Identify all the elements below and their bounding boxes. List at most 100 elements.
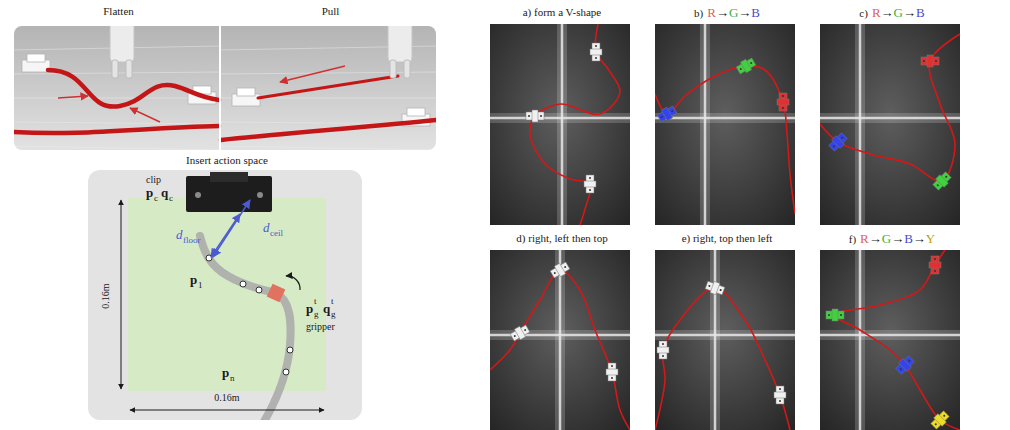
panel-title: Flatten (103, 5, 134, 17)
light-line (557, 24, 567, 225)
experiment-photo (490, 250, 630, 430)
math-subscript: 1 (198, 281, 203, 290)
clip-fixture (929, 409, 950, 430)
action-space (128, 198, 326, 391)
order-letter: → (716, 5, 729, 20)
light-line (820, 117, 960, 120)
figure-panel: c)R→G→B (820, 5, 964, 225)
light-line (704, 24, 707, 225)
order-letter: → (881, 5, 894, 20)
panel-heading: c)R→G→B (820, 5, 964, 21)
panel-title: a) form a V-shape (523, 6, 602, 18)
dimension-label: 0.16m (101, 283, 111, 308)
distance-subscript: floor (183, 236, 201, 245)
clip-label: clip (146, 175, 161, 185)
clip-fixture (931, 170, 952, 191)
panel-heading: d) right, left then top (490, 231, 634, 246)
order-letter: → (738, 5, 751, 20)
dimension-arrow (121, 200, 122, 389)
floor-grid (14, 146, 219, 150)
panel-heading: e) right, top then left (655, 231, 799, 246)
light-line (820, 334, 960, 337)
cable-point (240, 281, 246, 287)
math-symbol: q (323, 302, 330, 315)
order-letter: R (860, 231, 869, 246)
panel-heading: b)R→G→B (655, 5, 799, 21)
distance-symbol: d (176, 228, 183, 241)
order-letter: → (891, 231, 904, 246)
panel-heading: Flatten (14, 4, 223, 19)
order-letter: B (751, 5, 760, 20)
clip-fixture (929, 256, 941, 274)
light-line (820, 113, 960, 123)
light-line (655, 334, 795, 337)
cable (490, 270, 630, 430)
clip-fixture (232, 88, 260, 106)
light-line (655, 113, 795, 123)
clip-fixture (549, 260, 571, 279)
clip-fixture (826, 309, 844, 321)
clip-fixture (921, 55, 939, 67)
figure-panel: a) form a V-shape (490, 5, 634, 225)
cable (48, 70, 219, 107)
clip-fixture (584, 175, 596, 193)
cable (200, 236, 291, 420)
panel-heading: f)R→G→B→Y (820, 231, 964, 247)
experiment-photo (820, 250, 960, 430)
order-letter: → (869, 231, 882, 246)
math-symbol: p (222, 366, 229, 379)
order-letter: G (894, 5, 903, 20)
dimension-arrow (130, 410, 324, 411)
cable-point (283, 369, 289, 375)
math-symbol: q (161, 186, 168, 199)
math-subscript: c (169, 194, 173, 203)
order-letter: G (729, 5, 738, 20)
cable (820, 34, 960, 181)
light-line (490, 113, 630, 123)
order-letter: R (707, 5, 716, 20)
motion-arrow (58, 96, 88, 98)
light-line (855, 24, 865, 225)
order-letter: R (872, 5, 881, 20)
order-letter: → (903, 5, 916, 20)
cable (655, 66, 795, 214)
panel-heading: a) form a V-shape (490, 5, 634, 20)
figure-panel: e) right, top then left (655, 231, 799, 430)
panel-title: e) right, top then left (682, 232, 773, 244)
cable (835, 250, 960, 430)
light-line (655, 117, 795, 120)
cable (221, 120, 436, 140)
experiment-photo (655, 250, 795, 430)
motion-arrow (130, 108, 160, 122)
math-subscript: g (331, 310, 336, 319)
gripper-label: gripper (306, 322, 335, 332)
math-symbol: p (146, 186, 153, 199)
math-subscript: g (314, 310, 319, 319)
math-symbol: p (306, 302, 313, 315)
figure-panel: f)R→G→B→Y (820, 231, 964, 430)
clip-fixture (894, 354, 915, 375)
distance-subscript: ceil (270, 229, 283, 238)
robot-gripper (110, 26, 134, 78)
math-subscript: n (230, 374, 235, 383)
order-letter: G (882, 231, 891, 246)
math-superscript: t (314, 297, 317, 306)
panel-title: f) (849, 233, 856, 245)
panel-heading: Pull (221, 4, 440, 19)
clip-fixture (735, 56, 757, 75)
order-letter: Y (926, 231, 935, 246)
panel-title: d) right, left then top (516, 232, 607, 244)
math-superscript: t (331, 297, 334, 306)
math-symbol: p (190, 273, 197, 286)
clip-fixture (656, 104, 678, 123)
clip-fixture (526, 110, 544, 122)
figure-panel: Insert action space (88, 153, 366, 420)
cable (655, 288, 790, 430)
figure-panel: d) right, left then top (490, 231, 634, 430)
render-divider (219, 26, 221, 150)
floor-grid (14, 122, 219, 124)
light-line (655, 330, 795, 340)
clip-fixture (186, 172, 272, 212)
clip-fixture (704, 279, 725, 296)
